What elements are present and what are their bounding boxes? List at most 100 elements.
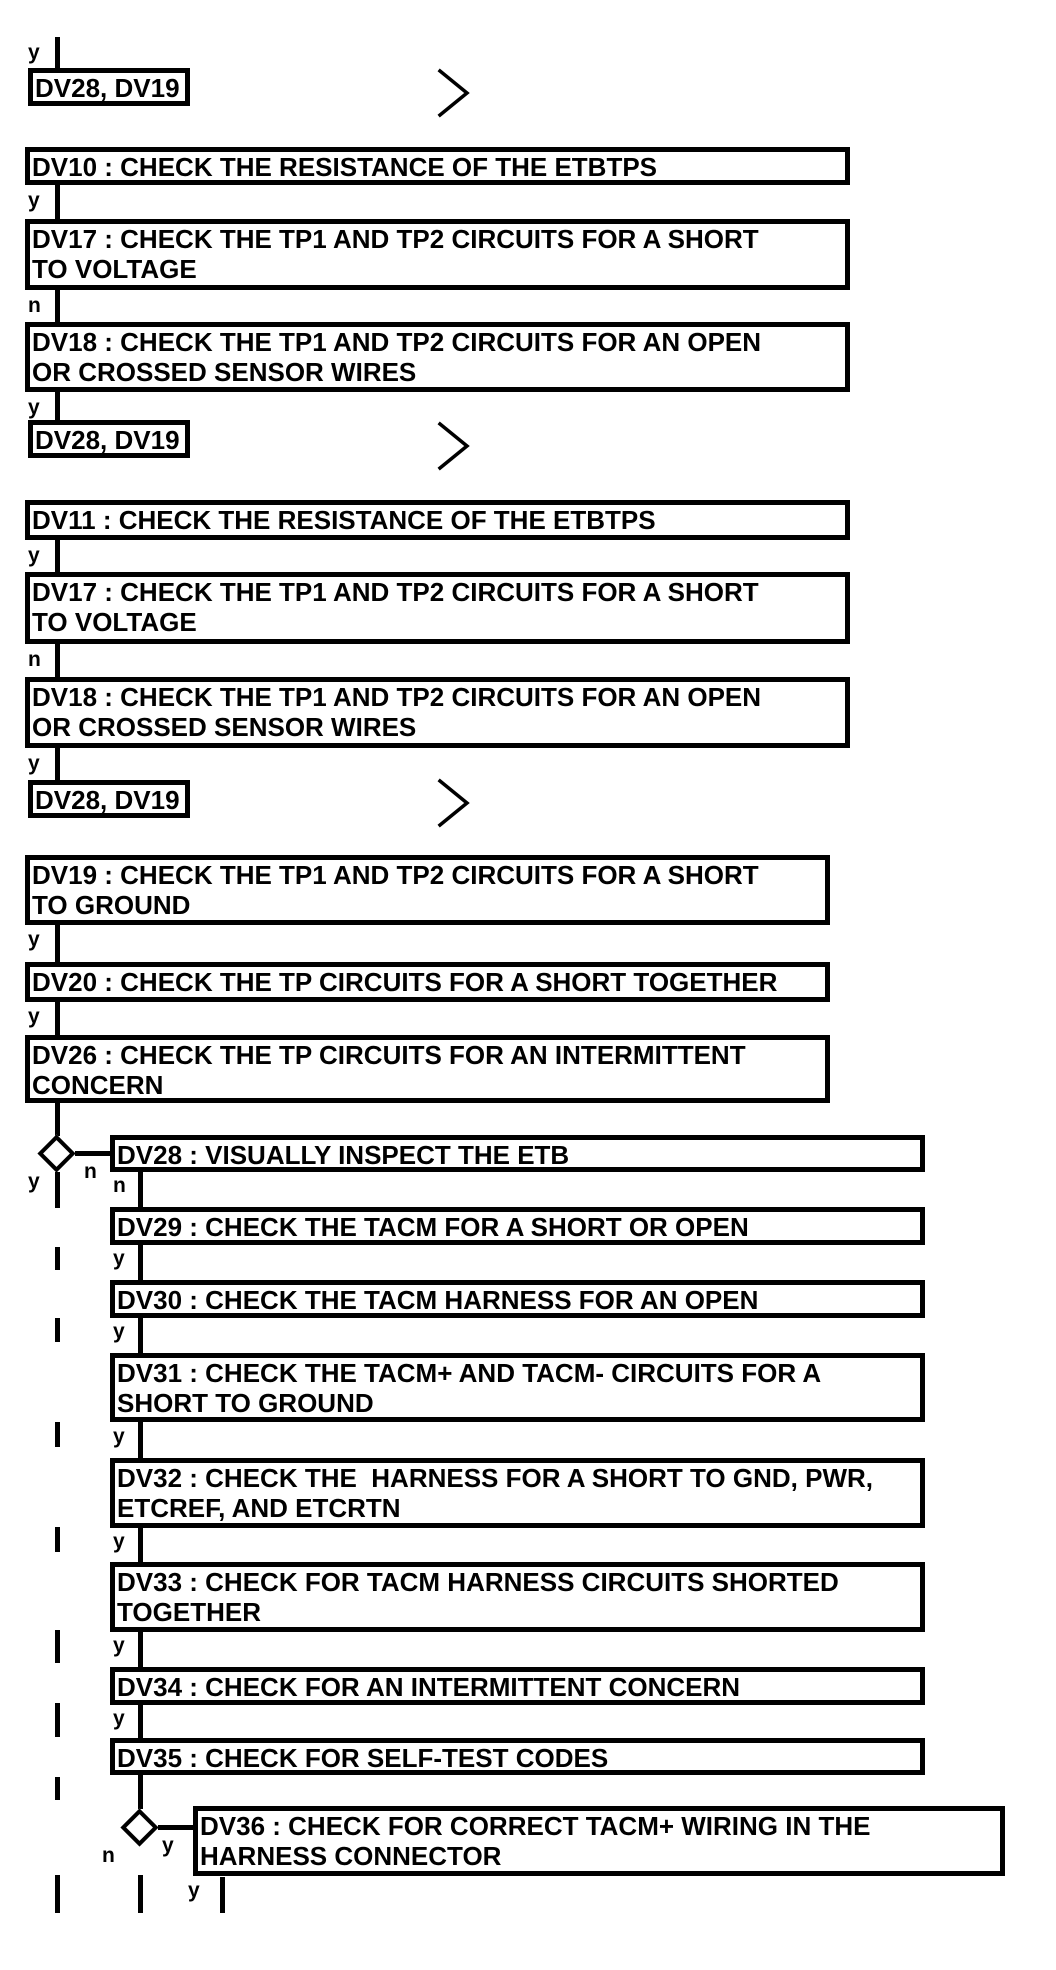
branch-label-yes: y <box>113 1425 125 1448</box>
dashed-flow-line <box>55 1422 60 1447</box>
connector-line <box>55 540 60 572</box>
node-text: TO VOLTAGE <box>32 254 197 284</box>
branch-label-yes: y <box>28 752 40 775</box>
ref-box-label: DV28, DV19 <box>35 785 180 815</box>
node-text: SHORT TO GROUND <box>117 1388 374 1418</box>
node-text: DV18 : CHECK THE TP1 AND TP2 CIRCUITS FO… <box>32 682 762 712</box>
node-dv10: DV10 : CHECK THE RESISTANCE OF THE ETBTP… <box>25 147 850 185</box>
node-text: DV20 : CHECK THE TP CIRCUITS FOR A SHORT… <box>32 967 778 997</box>
branch-label-yes: y <box>162 1834 174 1857</box>
branch-label-yes: y <box>113 1634 125 1657</box>
connector-line <box>75 1151 112 1156</box>
node-text: HARNESS CONNECTOR <box>200 1841 502 1871</box>
node-dv31: DV31 : CHECK THE TACM+ AND TACM- CIRCUIT… <box>110 1353 925 1422</box>
node-dv29: DV29 : CHECK THE TACM FOR A SHORT OR OPE… <box>110 1207 925 1245</box>
node-dv33: DV33 : CHECK FOR TACM HARNESS CIRCUITS S… <box>110 1562 925 1632</box>
node-text: DV28 : VISUALLY INSPECT THE ETB <box>117 1140 570 1170</box>
branch-label-yes: y <box>28 396 40 419</box>
node-dv30: DV30 : CHECK THE TACM HARNESS FOR AN OPE… <box>110 1280 925 1318</box>
node-dv17-2: DV17 : CHECK THE TP1 AND TP2 CIRCUITS FO… <box>25 572 850 644</box>
branch-label-yes: y <box>28 544 40 567</box>
connector-line <box>55 925 60 962</box>
node-text: OR CROSSED SENSOR WIRES <box>32 712 417 742</box>
branch-label-no: n <box>102 1844 115 1867</box>
connector-line <box>138 1245 143 1280</box>
node-text: TO GROUND <box>32 890 191 920</box>
connector-line <box>138 1705 143 1738</box>
node-dv17: DV17 : CHECK THE TP1 AND TP2 CIRCUITS FO… <box>25 219 850 290</box>
connector-line <box>55 748 60 780</box>
connector-line <box>55 392 60 420</box>
node-text: TO VOLTAGE <box>32 607 197 637</box>
node-dv32: DV32 : CHECK THE HARNESS FOR A SHORT TO … <box>110 1458 925 1528</box>
connector-line <box>220 1877 225 1913</box>
node-text: DV35 : CHECK FOR SELF-TEST CODES <box>117 1743 609 1773</box>
ref-box-dv28-dv19: DV28, DV19 <box>28 420 190 458</box>
ref-box-label: DV28, DV19 <box>35 425 180 455</box>
branch-label-no: n <box>28 294 41 317</box>
dashed-flow-line <box>55 1318 60 1342</box>
node-dv26: DV26 : CHECK THE TP CIRCUITS FOR AN INTE… <box>25 1035 830 1103</box>
connector-line <box>158 1825 195 1830</box>
node-text: DV18 : CHECK THE TP1 AND TP2 CIRCUITS FO… <box>32 327 762 357</box>
connector-line <box>55 1172 60 1208</box>
ref-box-dv28-dv19: DV28, DV19 <box>28 68 190 106</box>
connector-line <box>55 644 60 677</box>
dashed-flow-line <box>55 1777 60 1800</box>
dashed-flow-line <box>138 1875 143 1913</box>
node-text: DV36 : CHECK FOR CORRECT TACM+ WIRING IN… <box>200 1811 871 1841</box>
branch-label-no: n <box>113 1174 126 1197</box>
node-text: DV17 : CHECK THE TP1 AND TP2 CIRCUITS FO… <box>32 224 759 254</box>
node-text: DV30 : CHECK THE TACM HARNESS FOR AN OPE… <box>117 1285 759 1315</box>
branch-label-yes: y <box>113 1320 125 1343</box>
branch-label-no: n <box>28 648 41 671</box>
node-text: DV31 : CHECK THE TACM+ AND TACM- CIRCUIT… <box>117 1358 822 1388</box>
ref-box-label: DV28, DV19 <box>35 73 180 103</box>
branch-label-yes: y <box>28 41 40 64</box>
node-text: DV33 : CHECK FOR TACM HARNESS CIRCUITS S… <box>117 1567 839 1597</box>
node-dv28: DV28 : VISUALLY INSPECT THE ETB <box>110 1135 925 1172</box>
offpage-arrow-icon <box>437 778 470 828</box>
node-dv34: DV34 : CHECK FOR AN INTERMITTENT CONCERN <box>110 1667 925 1705</box>
branch-label-no: n <box>84 1160 97 1183</box>
dashed-flow-line <box>55 1247 60 1270</box>
node-text: CONCERN <box>32 1070 164 1100</box>
dashed-flow-line <box>55 1630 60 1663</box>
node-text: DV11 : CHECK THE RESISTANCE OF THE ETBTP… <box>32 505 656 535</box>
dashed-flow-line <box>55 1527 60 1552</box>
node-dv18-2: DV18 : CHECK THE TP1 AND TP2 CIRCUITS FO… <box>25 677 850 748</box>
connector-line <box>55 1103 60 1136</box>
connector-line <box>55 1002 60 1035</box>
connector-line <box>138 1528 143 1562</box>
offpage-arrow-icon <box>437 421 470 471</box>
connector-line <box>138 1172 143 1207</box>
node-text: DV34 : CHECK FOR AN INTERMITTENT CONCERN <box>117 1672 741 1702</box>
branch-label-yes: y <box>28 189 40 212</box>
node-dv36: DV36 : CHECK FOR CORRECT TACM+ WIRING IN… <box>193 1806 1005 1876</box>
node-text: TOGETHER <box>117 1597 261 1627</box>
node-text: DV10 : CHECK THE RESISTANCE OF THE ETBTP… <box>32 152 658 182</box>
node-text: OR CROSSED SENSOR WIRES <box>32 357 417 387</box>
node-dv20: DV20 : CHECK THE TP CIRCUITS FOR A SHORT… <box>25 962 830 1002</box>
connector-line <box>138 1775 143 1809</box>
node-dv19: DV19 : CHECK THE TP1 AND TP2 CIRCUITS FO… <box>25 855 830 925</box>
node-text: DV19 : CHECK THE TP1 AND TP2 CIRCUITS FO… <box>32 860 759 890</box>
connector-line <box>138 1318 143 1353</box>
branch-label-yes: y <box>188 1879 200 1902</box>
offpage-arrow-icon <box>437 68 470 118</box>
node-dv18: DV18 : CHECK THE TP1 AND TP2 CIRCUITS FO… <box>25 322 850 392</box>
branch-label-yes: y <box>28 1005 40 1028</box>
connector-line <box>138 1632 143 1667</box>
branch-label-yes: y <box>28 1170 40 1193</box>
node-text: ETCREF, AND ETCRTN <box>117 1493 401 1523</box>
connector-line <box>55 37 60 68</box>
node-dv35: DV35 : CHECK FOR SELF-TEST CODES <box>110 1738 925 1775</box>
node-text: DV32 : CHECK THE HARNESS FOR A SHORT TO … <box>117 1463 873 1493</box>
connector-line <box>55 290 60 322</box>
branch-label-yes: y <box>113 1247 125 1270</box>
node-text: DV26 : CHECK THE TP CIRCUITS FOR AN INTE… <box>32 1040 746 1070</box>
decision-diamond <box>37 1134 76 1173</box>
branch-label-yes: y <box>113 1707 125 1730</box>
node-text: DV29 : CHECK THE TACM FOR A SHORT OR OPE… <box>117 1212 749 1242</box>
node-text: DV17 : CHECK THE TP1 AND TP2 CIRCUITS FO… <box>32 577 759 607</box>
